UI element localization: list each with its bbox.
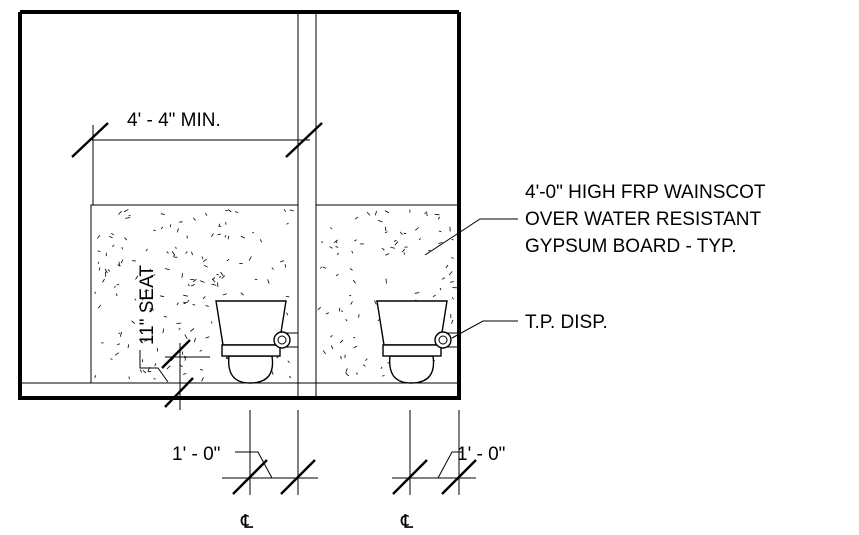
tp-disp-callout: T.P. DISP. — [451, 312, 608, 339]
offset-label-left: 1' - 0" — [172, 444, 220, 465]
offset-label-right: 1' - 0" — [457, 444, 505, 465]
wainscot-callout: 4'-0" HIGH FRP WAINSCOT OVER WATER RESIS… — [424, 182, 766, 257]
tp-disp-label: T.P. DISP. — [525, 312, 608, 333]
centerline-symbol-left: ℄ — [240, 512, 254, 533]
wainscot-label-line1: 4'-0" HIGH FRP WAINSCOT — [525, 182, 766, 203]
tp-dispenser-left — [273, 331, 298, 349]
toilet-right — [376, 300, 448, 384]
wainscot-label-line2: OVER WATER RESISTANT — [525, 209, 762, 230]
wainscot-label-line3: GYPSUM BOARD - TYP. — [525, 236, 737, 257]
clearance-dimension: 4' - 4" MIN. — [71, 110, 323, 205]
seat-height-label: 11" SEAT — [137, 265, 158, 345]
offset-dimension-right: 1' - 0" ℄ — [392, 410, 505, 533]
toilet-left — [215, 300, 287, 384]
centerline-symbol-right: ℄ — [400, 512, 414, 533]
partition-wall — [297, 12, 317, 398]
seat-height-dimension: 11" SEAT — [137, 265, 210, 410]
clearance-label: 4' - 4" MIN. — [127, 110, 221, 131]
tp-dispenser-right — [434, 331, 459, 349]
offset-dimension-left: 1' - 0" ℄ — [172, 410, 318, 533]
